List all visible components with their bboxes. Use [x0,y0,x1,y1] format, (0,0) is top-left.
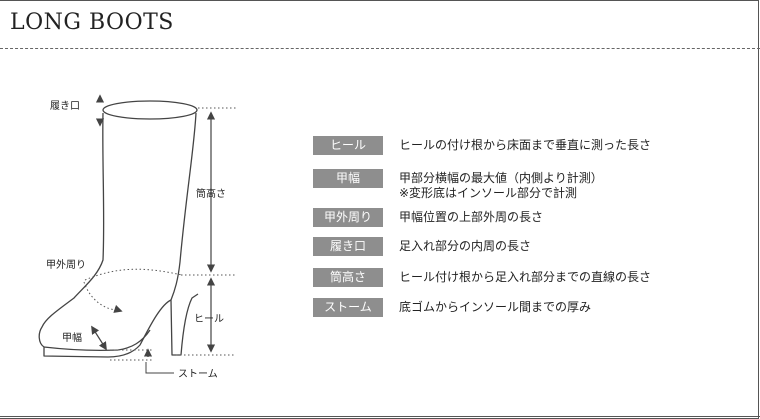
legend-description-line: ヒールの付け根から床面まで垂直に測った長さ [399,138,652,152]
legend-description: 甲部分横幅の最大値（内側より計測） ※変形底はインソール部分で計測 [399,169,603,201]
legend-term: 筒高さ [313,268,383,287]
legend-description: ヒールの付け根から床面まで垂直に測った長さ [399,136,651,153]
legend-term: 甲外周り [313,208,383,227]
legend-description: 甲幅位置の上部外周の長さ [399,208,543,225]
legend-description-line: ヒール付け根から足入れ部分までの直線の長さ [399,270,652,284]
label-storm: ストーム [178,368,218,380]
legend-row-instep-girth: 甲外周り 甲幅位置の上部外周の長さ [313,208,543,227]
bottom-divider [0,416,760,417]
legend-description-line: 足入れ部分の内周の長さ [399,239,532,253]
measurement-arrows [91,94,216,374]
legend-description-line: ※変形底はインソール部分で計測 [399,186,578,200]
legend-description-line: 底ゴムからインソール間までの厚み [399,300,592,314]
legend-term: 甲幅 [313,169,383,188]
legend-description-line: 甲部分横幅の最大値（内側より計測） [399,171,603,185]
legend-row-storm: ストーム 底ゴムからインソール間までの厚み [313,298,591,317]
label-heel: ヒール [194,313,224,325]
legend-row-width: 甲幅 甲部分横幅の最大値（内側より計測） ※変形底はインソール部分で計測 [313,169,603,201]
legend-term: 履き口 [313,237,383,256]
legend-description-line: 甲幅位置の上部外周の長さ [399,210,544,224]
label-instep-girth: 甲外周り [46,259,86,271]
legend-row-shaft-height: 筒高さ ヒール付け根から足入れ部分までの直線の長さ [313,268,651,287]
label-width: 甲幅 [62,331,82,344]
legend-term: ヒール [313,136,383,155]
boot-outline [38,100,199,358]
legend-row-opening: 履き口 足入れ部分の内周の長さ [313,237,531,256]
title-divider [0,48,760,49]
legend-description: 足入れ部分の内周の長さ [399,237,531,254]
label-opening: 履き口 [50,100,80,112]
legend-description: 底ゴムからインソール間までの厚み [399,298,591,315]
label-shaft-height: 筒高さ [196,187,226,200]
legend-description: ヒール付け根から足入れ部分までの直線の長さ [399,268,651,285]
reference-lines [83,107,236,361]
page-title: LONG BOOTS [10,10,174,35]
legend-row-heel: ヒール ヒールの付け根から床面まで垂直に測った長さ [313,136,651,155]
legend-term: ストーム [313,298,383,317]
